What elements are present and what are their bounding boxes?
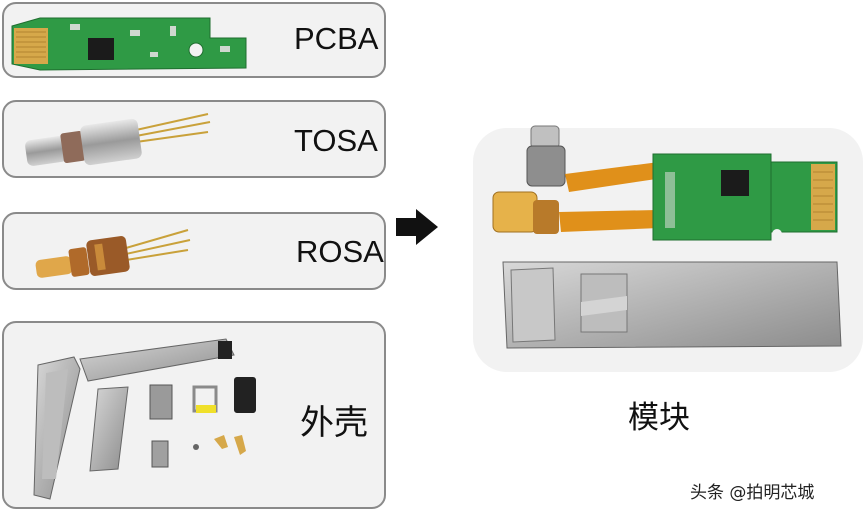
pcba-panel: PCBA	[2, 2, 386, 78]
tosa-panel: TOSA	[2, 100, 386, 178]
rosa-panel: ROSA	[2, 212, 386, 290]
pcba-board-icon	[11, 17, 247, 71]
rosa-component-icon	[35, 229, 191, 278]
module-panel	[473, 125, 863, 372]
tosa-component-icon	[25, 113, 211, 166]
pcba-label: PCBA	[294, 21, 379, 56]
housing-parts-icon	[33, 338, 256, 500]
housing-label: 外壳	[300, 404, 368, 442]
module-label: 模块	[628, 400, 690, 436]
rosa-label: ROSA	[296, 234, 384, 269]
right-arrow-icon	[396, 209, 438, 245]
housing-panel: 外壳	[2, 321, 386, 509]
watermark-text: 头条 @拍明芯城	[690, 483, 815, 503]
tosa-label: TOSA	[294, 123, 378, 158]
assembled-module-icon	[492, 125, 842, 349]
